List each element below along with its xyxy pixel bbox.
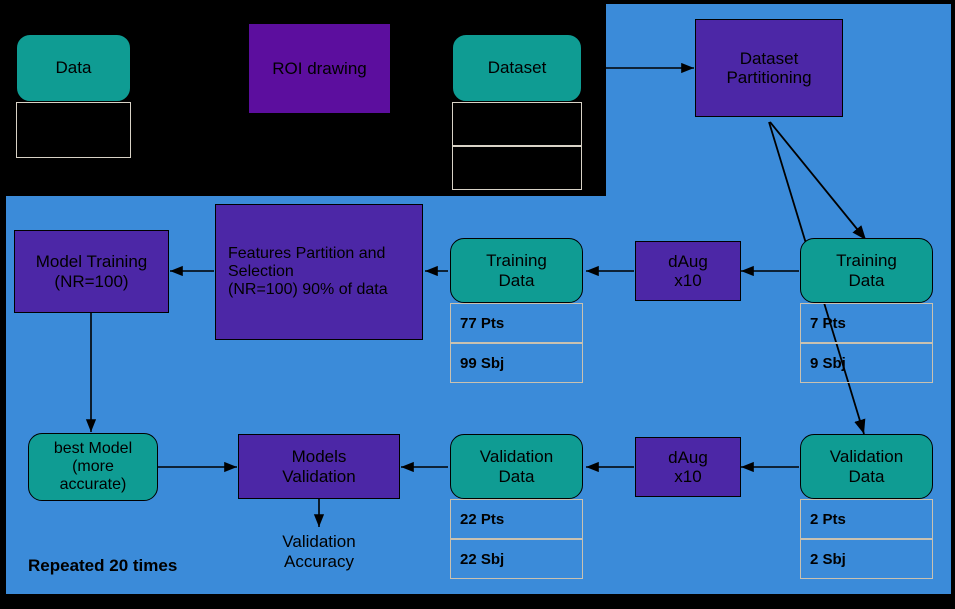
training-data-right-cell-sbj: 9 Sbj [800,343,933,383]
validation-data-left-cell-pts: 22 Pts [450,499,583,539]
models-validation-box[interactable]: Models Validation [238,434,400,499]
data-cell-1 [16,102,131,158]
daug-training-box[interactable]: dAug x10 [635,241,741,301]
training-data-right-box[interactable]: Training Data [800,238,933,303]
model-training-box[interactable]: Model Training (NR=100) [14,230,169,313]
validation-data-right-cell-sbj: 2 Sbj [800,539,933,579]
validation-data-right-box[interactable]: Validation Data [800,434,933,499]
validation-data-left-cell-sbj: 22 Sbj [450,539,583,579]
daug-validation-box[interactable]: dAug x10 [635,437,741,497]
features-partition-selection-box[interactable]: Features Partition and Selection (NR=100… [215,204,423,340]
dataset-cell-1 [452,102,582,146]
training-data-right-cell-pts: 7 Pts [800,303,933,343]
data-box[interactable]: Data [16,34,131,102]
dataset-box[interactable]: Dataset [452,34,582,102]
validation-accuracy-label: Validation Accuracy [282,532,356,571]
dataset-partitioning-box[interactable]: Dataset Partitioning [695,19,843,117]
dataset-cell-2 [452,146,582,190]
repeated-20-times-label: Repeated 20 times [28,556,178,575]
validation-data-right-cell-pts: 2 Pts [800,499,933,539]
training-data-left-box[interactable]: Training Data [450,238,583,303]
roi-drawing-box[interactable]: ROI drawing [249,24,390,113]
training-data-left-cell-pts: 77 Pts [450,303,583,343]
training-data-left-cell-sbj: 99 Sbj [450,343,583,383]
best-model-box[interactable]: best Model (more accurate) [28,433,158,501]
validation-data-left-box[interactable]: Validation Data [450,434,583,499]
